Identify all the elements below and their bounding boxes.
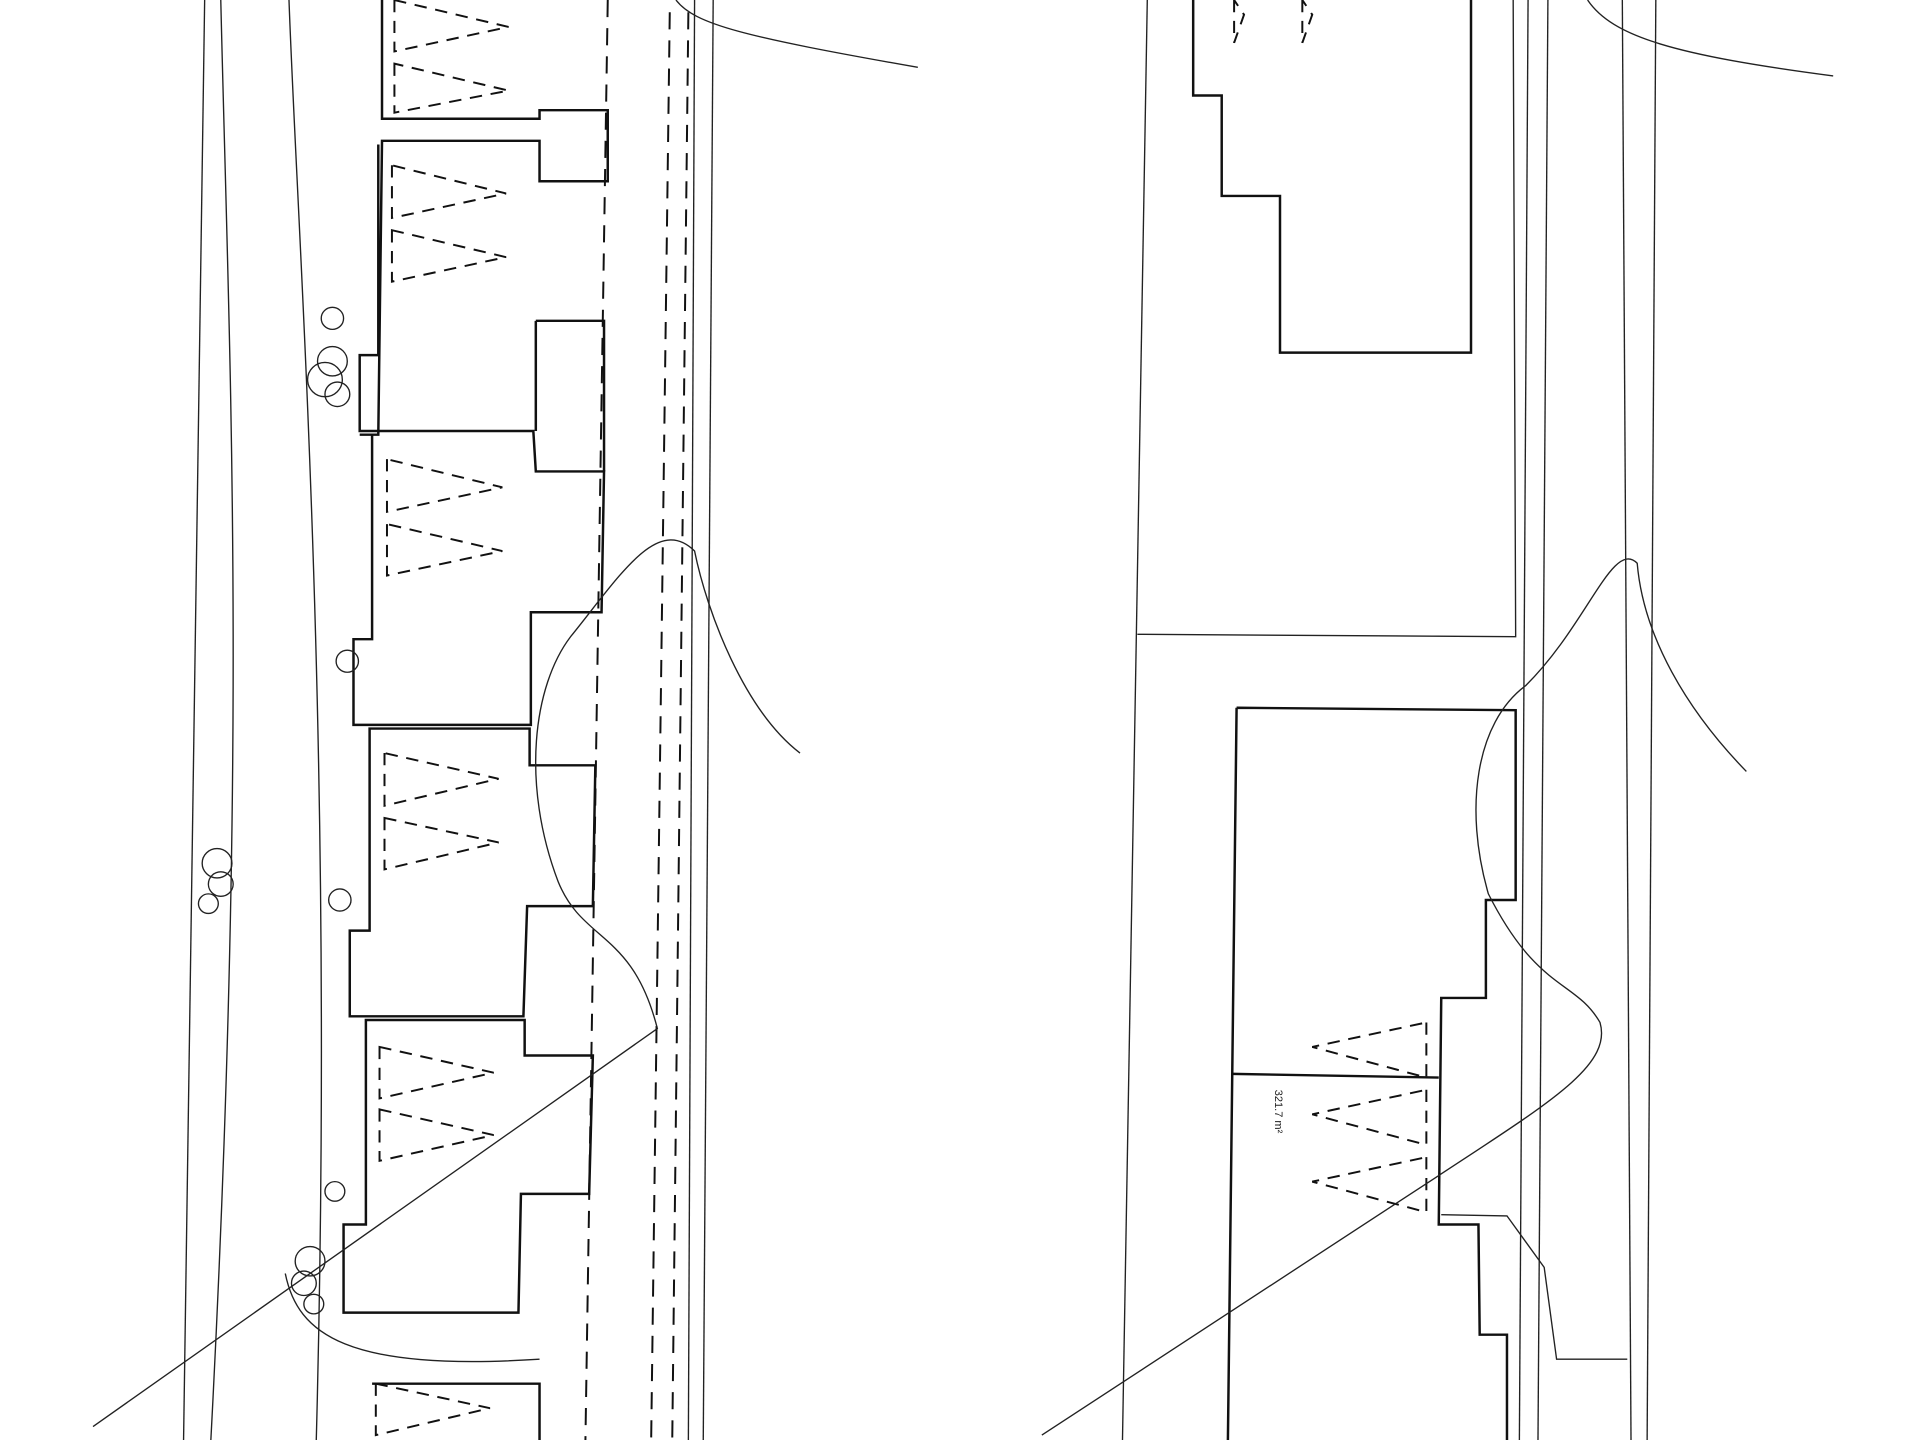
right-plan: 321.7 m² bbox=[1041, 0, 1834, 1440]
left-plan bbox=[92, 0, 918, 1440]
area-label: 321.7 m² bbox=[1272, 1090, 1284, 1134]
tree-symbols bbox=[197, 306, 360, 1315]
